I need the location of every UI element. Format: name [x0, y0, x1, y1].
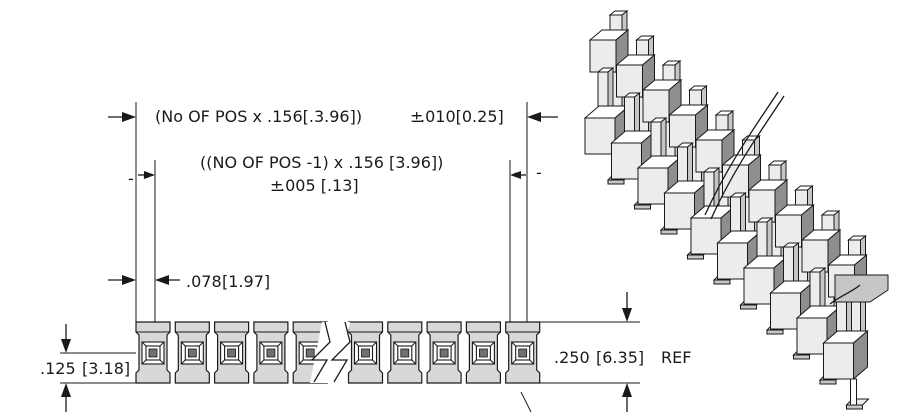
ref-height-inch-label: .250 [554, 348, 590, 367]
connector-pin-4 [253, 321, 289, 384]
iso-break-line [704, 91, 779, 216]
connector-pin-3 [214, 321, 250, 384]
connector-pin-2 [174, 321, 210, 384]
pitch-tolerance-label: .005 [.13] [280, 176, 359, 195]
connector-pin-9 [465, 321, 501, 384]
height-dimension: .125 [3.18] [40, 324, 136, 412]
iso-end-hook [829, 284, 861, 305]
minus-left-inner: - [143, 167, 149, 186]
connector-pin-8 [426, 321, 462, 384]
connector-isometric-view [583, 9, 889, 410]
connector-pins [135, 321, 541, 384]
pin-offset-label: .078 [186, 272, 222, 291]
break-symbol [310, 321, 351, 383]
overall-tolerance-prefix: ± [410, 107, 423, 126]
pitch-dimension: ((NO OF POS -1) x .156 [3.96]) ± .005 [.… [138, 153, 526, 322]
overall-length-dimension: (No OF POS x .156[.3.96]) ± .010[0.25] -… [108, 102, 558, 322]
height-metric-label: [3.18] [82, 359, 130, 378]
connector-pin-1 [135, 321, 171, 384]
minus-left-outer: - [128, 169, 134, 188]
connector-pin-7 [387, 321, 423, 384]
ref-label: REF [661, 348, 691, 367]
overall-length-label: (No OF POS x .156[.3.96]) [155, 107, 362, 126]
connector-front-view [135, 321, 541, 384]
ref-height-dimension: .250 [6.35] REF [520, 292, 691, 413]
iso-pin-8 [769, 184, 817, 360]
pitch-tolerance-prefix: ± [270, 176, 283, 195]
ref-height-metric-label: [6.35] [596, 348, 644, 367]
iso-end-base [834, 274, 889, 303]
pin-offset-metric-label: [1.97] [222, 272, 270, 291]
height-inch-label: .125 [40, 359, 76, 378]
minus-right-outer: - [536, 163, 542, 182]
pitch-formula-label: ((NO OF POS -1) x .156 [3.96]) [200, 153, 443, 172]
iso-pin-10 [822, 234, 870, 410]
pin-offset-dimension: .078 [1.97] [108, 272, 270, 291]
minus-right-inner: - [514, 163, 520, 182]
overall-tolerance-label: .010[0.25] [420, 107, 504, 126]
connector-pin-10 [505, 321, 541, 384]
connector-pin-6 [347, 321, 384, 384]
